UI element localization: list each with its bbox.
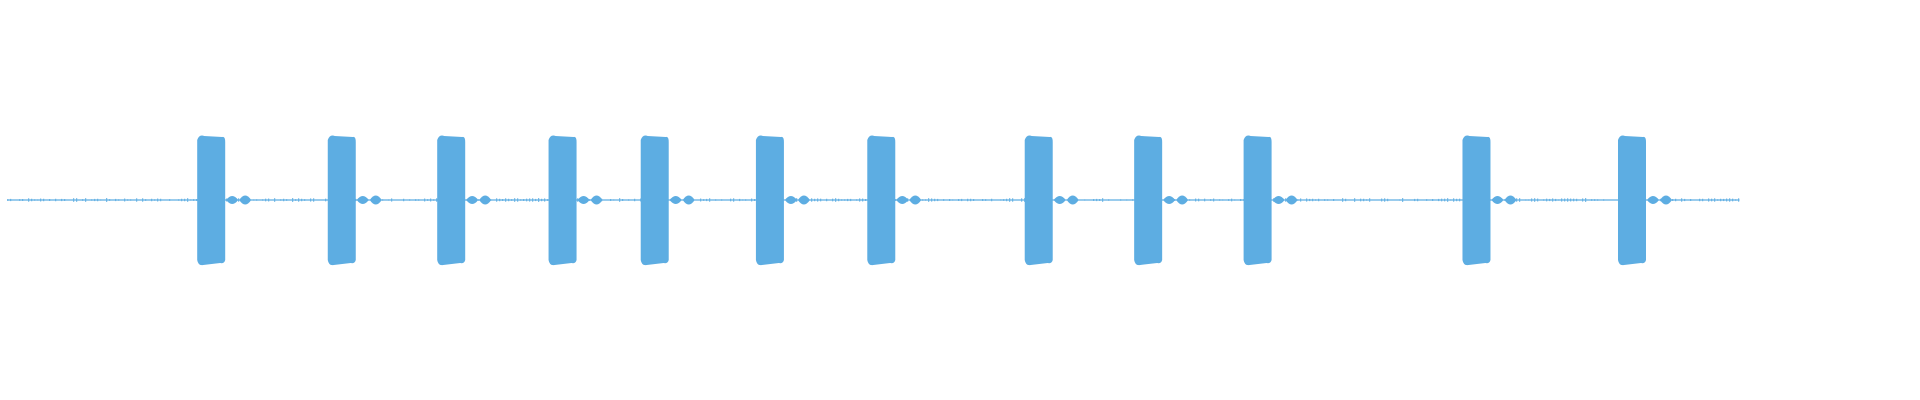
waveform-tail-lobe — [1504, 195, 1517, 205]
waveform-burst — [640, 135, 669, 266]
waveform-tail-lobe — [784, 196, 797, 204]
waveform-tail-lobe — [479, 195, 492, 205]
waveform-tail-lobe — [1491, 196, 1504, 204]
waveform-burst — [1618, 135, 1646, 266]
waveform-burst — [1024, 135, 1053, 266]
waveform-tail-lobe — [590, 195, 603, 205]
waveform-tail-lobe — [909, 195, 922, 205]
waveform-tail-lobe — [356, 196, 369, 204]
waveform-burst — [755, 135, 784, 266]
waveform-burst — [197, 135, 226, 266]
waveform-tail-lobe — [1647, 196, 1659, 204]
waveform-tail-lobe — [577, 196, 590, 204]
waveform-tail-lobe — [226, 196, 239, 204]
waveform-bursts — [197, 135, 1672, 266]
waveform-burst — [437, 135, 466, 266]
waveform-burst — [1462, 135, 1491, 266]
waveform-tail-lobe — [1066, 195, 1079, 205]
waveform-burst — [1243, 135, 1272, 266]
waveform-burst — [548, 135, 577, 266]
waveform-tail-lobe — [1163, 196, 1176, 204]
waveform-tail-lobe — [1176, 195, 1189, 205]
waveform-burst — [867, 135, 896, 266]
waveform-tail-lobe — [466, 196, 479, 204]
waveform-tail-lobe — [896, 196, 909, 204]
waveform-tail-lobe — [1053, 196, 1066, 204]
waveform-tail-lobe — [239, 195, 252, 205]
waveform-tail-lobe — [682, 195, 695, 205]
waveform-tail-lobe — [369, 195, 382, 205]
waveform-burst — [1134, 135, 1163, 266]
waveform-tail-lobe — [1272, 196, 1285, 204]
waveform-tail-lobe — [669, 196, 682, 204]
waveform-tail-lobe — [797, 195, 810, 205]
waveform-tail-lobe — [1660, 195, 1672, 205]
waveform-tail-lobe — [1285, 195, 1298, 205]
waveform-burst — [327, 135, 356, 266]
